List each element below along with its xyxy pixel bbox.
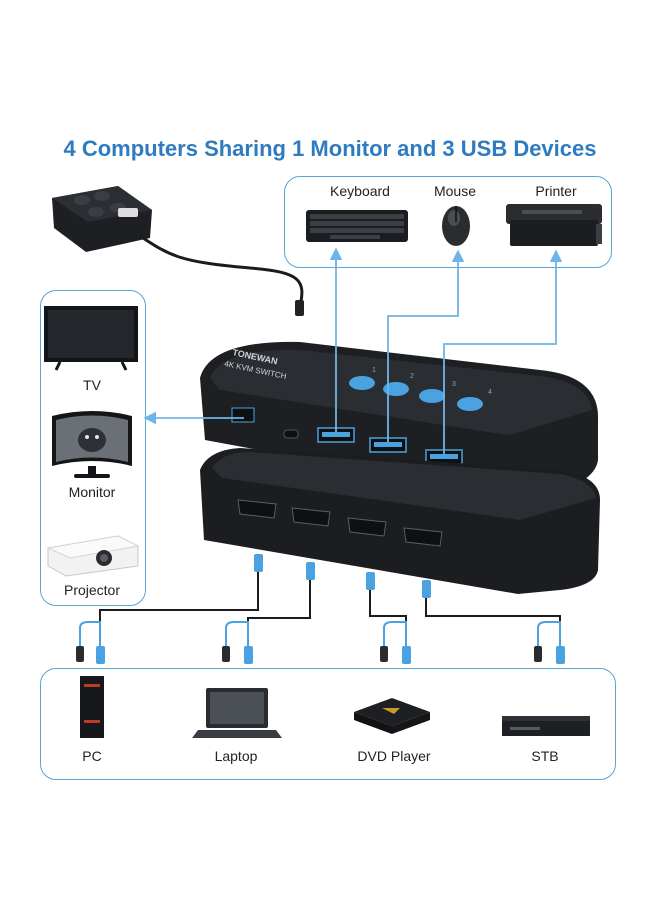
label-projector: Projector (63, 582, 121, 598)
kvm-switch-lower (200, 448, 600, 594)
label-tv: TV (83, 377, 101, 393)
projector-icon (46, 535, 140, 577)
keyboard-icon (306, 210, 408, 242)
label-dvd-player: DVD Player (357, 748, 431, 764)
computer-cables (76, 554, 565, 664)
label-stb: STB (531, 748, 559, 764)
remote-cable (139, 234, 304, 307)
remote-cable-plug (295, 300, 304, 316)
monitor-icon (52, 411, 132, 478)
pc-tower-icon (80, 676, 104, 738)
label-monitor: Monitor (68, 484, 116, 500)
svg-text:2: 2 (410, 373, 414, 380)
laptop-icon (192, 688, 282, 738)
svg-text:4: 4 (488, 389, 492, 396)
line-printer (443, 249, 563, 454)
stb-icon (502, 716, 590, 736)
diagram-title: 4 Computers Sharing 1 Monitor and 3 USB … (63, 136, 597, 161)
tv-icon (44, 306, 138, 371)
label-laptop: Laptop (214, 748, 258, 764)
svg-text:1: 1 (372, 367, 376, 374)
printer-icon (506, 204, 602, 246)
label-mouse: Mouse (433, 183, 477, 199)
mouse-icon (442, 206, 470, 246)
svg-text:3: 3 (452, 381, 456, 388)
dvd-player-icon (354, 698, 430, 734)
label-printer: Printer (535, 183, 577, 199)
label-keyboard: Keyboard (330, 183, 390, 199)
line-mouse (387, 249, 465, 442)
kvm-switch-upper: TONEWAN 4K KVM SWITCH 1 2 3 4 (200, 341, 599, 498)
remote-controller-icon (52, 186, 152, 252)
label-pc: PC (82, 748, 102, 764)
